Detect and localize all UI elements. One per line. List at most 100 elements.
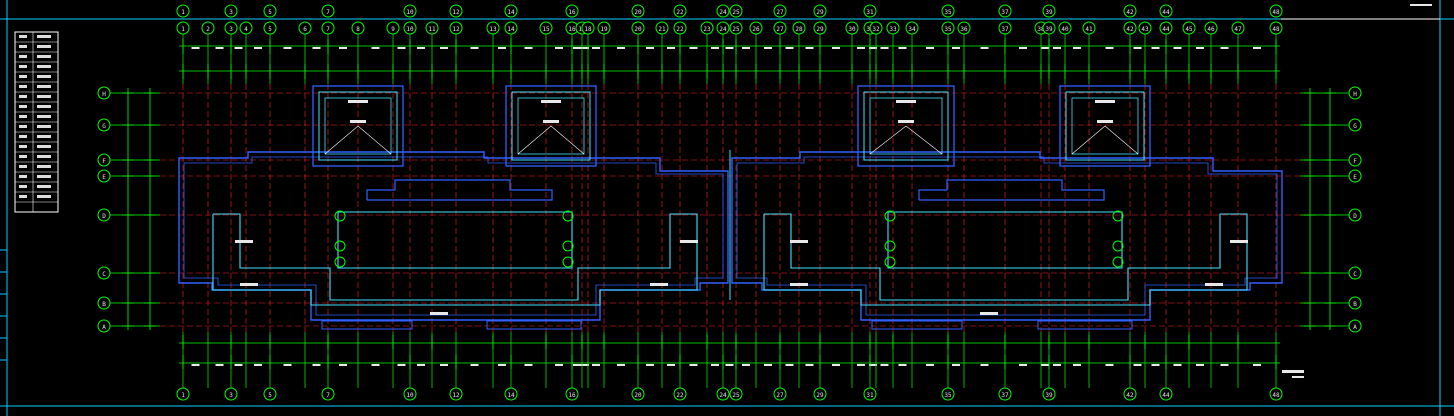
dimension-text-mark — [312, 47, 321, 49]
dimension-text-mark — [573, 47, 581, 49]
dimension-text-mark — [898, 47, 907, 49]
dimension-text-mark — [742, 364, 750, 366]
legend-cell-mark — [19, 185, 27, 188]
legend-cell-mark — [37, 85, 51, 88]
axis-bubble-top — [863, 4, 877, 18]
axis-bubble-inner — [1231, 21, 1245, 35]
axis-bubble-top — [773, 4, 787, 18]
core-outer — [1059, 85, 1151, 167]
dimension-text-mark — [857, 364, 865, 366]
axis-bubble-inner-label: 5 — [268, 26, 272, 33]
dimension-text-mark — [581, 47, 589, 49]
left-legend-table — [14, 31, 59, 213]
room-label-mark — [790, 283, 808, 286]
axis-bubble-inner-label: 33 — [889, 26, 897, 33]
dimension-text-mark — [1105, 364, 1114, 366]
axis-bubble-top-label: 42 — [1126, 9, 1134, 16]
room-label-mark — [430, 312, 448, 315]
dimension-text-mark — [725, 364, 734, 366]
axis-bubble-inner — [773, 21, 787, 35]
axis-bubble-inner-label: 37 — [1001, 26, 1009, 33]
axis-bubble-inner — [905, 21, 919, 35]
axis-bubble-bottom-label: 16 — [568, 392, 576, 399]
legend-cell-mark — [37, 115, 51, 118]
axis-bubble-top — [631, 4, 645, 18]
axis-bubble-inner — [1138, 21, 1152, 35]
dimension-text-mark — [1133, 47, 1142, 49]
dimension-text-mark — [440, 47, 448, 49]
balcony-outline — [918, 179, 1105, 201]
dimension-text-mark — [1133, 364, 1142, 366]
dimension-text-mark — [191, 364, 200, 366]
axis-bubble-inner-label: 23 — [703, 26, 711, 33]
axis-bubble-bottom-label: 44 — [1162, 392, 1170, 399]
axis-bubble-top-label: 29 — [816, 9, 824, 16]
legend-cell-mark — [37, 35, 51, 38]
legend-cell-mark — [37, 185, 51, 188]
axis-bubble-inner — [886, 21, 900, 35]
axis-bubble-inner-label: 3 — [229, 26, 233, 33]
dimension-text-mark — [689, 364, 698, 366]
core-label-mark — [350, 120, 366, 123]
axis-bubble-inner-label: 28 — [795, 26, 803, 33]
axis-bubble-row-left-label: D — [102, 213, 106, 220]
window-tag — [562, 210, 574, 222]
dimension-text-mark — [617, 364, 625, 366]
axis-bubble-inner — [1123, 21, 1137, 35]
axis-bubble-top — [565, 4, 579, 18]
axis-bubble-top-label: 35 — [944, 9, 952, 16]
axis-bubble-inner-label: 6 — [303, 26, 307, 33]
axis-bubble-top — [263, 4, 277, 18]
axis-bubble-bottom-label: 42 — [1126, 392, 1134, 399]
building-outline — [178, 150, 1283, 330]
dimension-text-mark — [592, 47, 600, 49]
dimension-text-mark — [555, 364, 563, 366]
dimension-text-mark — [498, 47, 506, 49]
core-diagonal — [905, 125, 943, 155]
axis-bubble-bottom-label: 20 — [634, 392, 642, 399]
core-diagonal — [357, 125, 392, 155]
axis-bubble-inner-label: 24 — [719, 26, 727, 33]
dimension-text-mark — [417, 364, 425, 366]
axis-bubble-bottom-label: 35 — [944, 392, 952, 399]
legend-cell-mark — [37, 155, 51, 158]
dimension-text-mark — [857, 47, 865, 49]
axis-bubble-inner-label: 2 — [206, 26, 210, 33]
room-units — [235, 85, 1248, 315]
axis-bubble-top — [176, 4, 190, 18]
bottom-strip — [1037, 320, 1133, 330]
core-label-mark — [543, 120, 559, 123]
axis-bubble-inner-label: 10 — [406, 26, 414, 33]
axis-bubble-inner-label: 38 — [1037, 26, 1045, 33]
axis-bubble-inner — [869, 21, 883, 35]
axis-bubble-inner — [504, 21, 518, 35]
axis-bubble-inner-label: 12 — [452, 26, 460, 33]
axis-bubble-top — [813, 4, 827, 18]
axis-bubble-inner — [845, 21, 859, 35]
dimension-text-mark — [592, 364, 600, 366]
dimension-text-mark — [1253, 364, 1261, 366]
axis-bubble-inner-label: 36 — [960, 26, 968, 33]
dimension-text-mark — [1019, 364, 1027, 366]
dimension-text-mark — [215, 364, 224, 366]
axis-bubble-row-left-label: G — [102, 123, 106, 130]
axis-bubble-top — [729, 4, 743, 18]
axis-bubble-inner-label: 44 — [1162, 26, 1170, 33]
axis-bubble-inner-label: 11 — [428, 26, 436, 33]
room-label-mark — [680, 240, 698, 243]
core-outer — [312, 85, 404, 167]
axis-bubble-inner — [321, 21, 335, 35]
axis-bubble-inner — [749, 21, 763, 35]
core-shaft — [324, 97, 392, 155]
axis-bubble-top — [449, 4, 463, 18]
axis-bubble-inner — [792, 21, 806, 35]
window-tag — [562, 256, 574, 268]
dimension-text-mark — [980, 47, 989, 49]
dimension-text-mark — [234, 364, 243, 366]
building-inner-wall-left — [183, 156, 724, 316]
axis-bubble-inner — [224, 21, 238, 35]
axis-bubble-row-left-label: B — [102, 301, 106, 308]
core-inner — [1065, 91, 1145, 161]
legend-cell-mark — [19, 175, 27, 178]
axis-bubble-row-right-label: B — [1353, 301, 1357, 308]
